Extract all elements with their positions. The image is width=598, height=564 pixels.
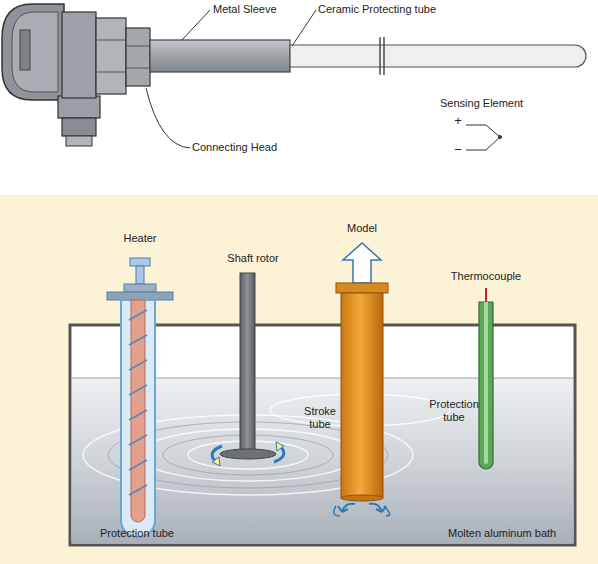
stroke-tube <box>334 243 390 516</box>
thermocouple-assembly <box>2 4 586 146</box>
part-label: Model <box>340 222 384 235</box>
shaft-rotor <box>212 273 284 466</box>
part-label: Connecting Head <box>192 141 302 154</box>
part-label: + <box>452 114 464 127</box>
panel-background <box>0 195 598 564</box>
leader-lines <box>146 10 316 148</box>
part-label: Protection tube <box>100 527 200 540</box>
thermocouple-probe <box>479 288 493 469</box>
part-label: Metal Sleeve <box>213 3 303 16</box>
part-label: Ceramic Protecting tube <box>318 3 468 16</box>
part-label: Sensing Element <box>440 97 550 110</box>
part-label: Stroke tube <box>300 405 340 431</box>
part-label: Protection tube <box>426 398 482 424</box>
part-label: Heater <box>115 232 165 245</box>
part-label: − <box>452 143 464 156</box>
part-label: Thermocouple <box>446 270 526 283</box>
sensing-element-symbol <box>466 125 502 150</box>
part-label: Shaft rotor <box>213 252 293 265</box>
part-label: Molten aluminum bath <box>448 527 578 540</box>
heater <box>107 258 173 537</box>
